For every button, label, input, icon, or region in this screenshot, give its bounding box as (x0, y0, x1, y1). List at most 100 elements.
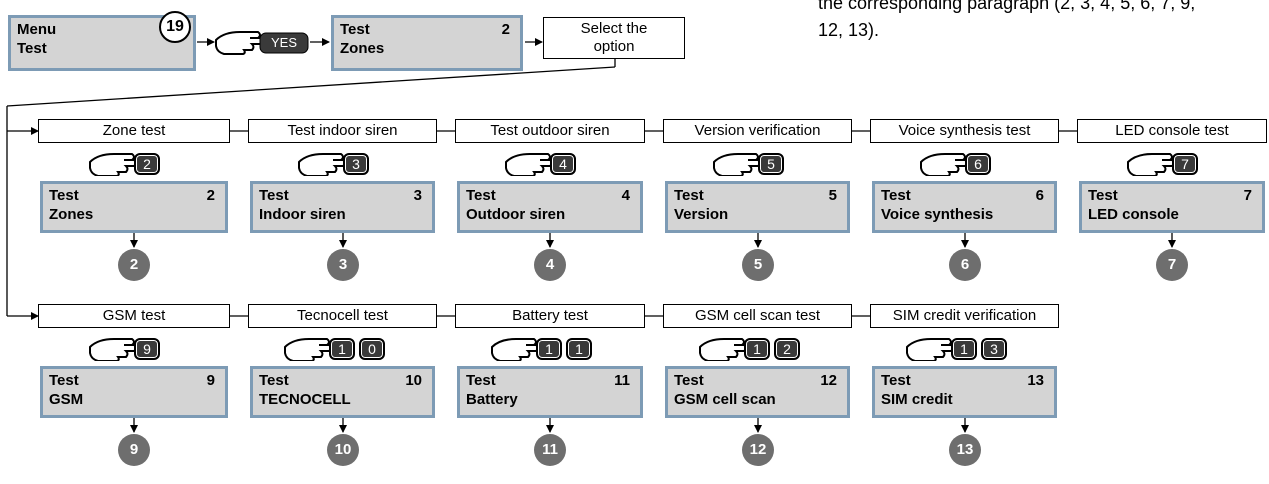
option-label: GSM cell scan test (663, 304, 852, 328)
keypad-key[interactable]: 9 (134, 338, 160, 360)
lcd-line-1: Test (674, 187, 704, 204)
option-label: Version verification (663, 119, 852, 143)
hand-pointer-icon (491, 338, 539, 361)
hand-pointer-icon (284, 338, 332, 361)
keypad-key[interactable]: 1 (744, 338, 770, 360)
lcd-number: 13 (1027, 372, 1044, 389)
lcd-number: 12 (820, 372, 837, 389)
option-label: Test outdoor siren (455, 119, 645, 143)
lcd-line-1: Test (881, 372, 911, 389)
keypad-key[interactable]: 6 (965, 153, 991, 175)
lcd-number: 6 (1035, 187, 1044, 204)
lcd-number: 9 (206, 372, 215, 389)
option-label: Tecnocell test (248, 304, 437, 328)
hand-pointer-icon (89, 153, 137, 176)
section-number-badge[interactable]: 13 (949, 434, 981, 466)
option-label: Test indoor siren (248, 119, 437, 143)
lcd-number: 11 (614, 372, 630, 389)
lcd-number: 2 (206, 187, 215, 204)
keypad-key[interactable]: 0 (359, 338, 385, 360)
hand-pointer-icon (298, 153, 346, 176)
test-zones-display: Test 2 Zones (331, 15, 523, 71)
option-label: SIM credit verification (870, 304, 1059, 328)
hand-pointer-icon (920, 153, 968, 176)
hand-pointer-icon (215, 31, 309, 55)
section-number-badge[interactable]: 4 (534, 249, 566, 281)
section-number-badge[interactable]: 9 (118, 434, 150, 466)
lcd-line-2: Test (17, 40, 47, 57)
lcd-line-2: Indoor siren (259, 206, 346, 223)
keypad-key[interactable]: 1 (951, 338, 977, 360)
lcd-line-2: Zones (340, 40, 385, 57)
option-label: GSM test (38, 304, 230, 328)
hand-pointer-icon (713, 153, 761, 176)
section-number-badge[interactable]: 2 (118, 249, 150, 281)
keypad-key[interactable]: 7 (1172, 153, 1198, 175)
hand-pointer-icon (89, 338, 137, 361)
hand-pointer-icon (1127, 153, 1175, 176)
keypad-key[interactable]: 1 (329, 338, 355, 360)
keypad-key[interactable]: 2 (774, 338, 800, 360)
section-number-badge[interactable]: 5 (742, 249, 774, 281)
lcd-line-1: Test (466, 187, 496, 204)
lcd-line-2: Voice synthesis (881, 206, 994, 223)
lcd-line-1: Test (340, 21, 370, 38)
keypad-key[interactable]: 3 (343, 153, 369, 175)
lcd-line-1: Test (259, 187, 289, 204)
note-line-1: the corresponding paragraph (2, 3, 4, 5,… (818, 0, 1196, 13)
keypad-key[interactable]: 2 (134, 153, 160, 175)
keypad-key[interactable]: 4 (550, 153, 576, 175)
yes-key[interactable]: YES (270, 35, 297, 50)
note-line-2: 12, 13). (818, 20, 880, 40)
select-option-box: Select the option (543, 17, 685, 59)
lcd-number: 7 (1243, 187, 1252, 204)
option-label: LED console test (1077, 119, 1267, 143)
lcd-line-2: TECNOCELL (259, 391, 351, 408)
section-number-badge[interactable]: 12 (742, 434, 774, 466)
lcd-line-2: Zones (49, 206, 94, 223)
lcd-number: 10 (405, 372, 422, 389)
lcd-line-1: Test (49, 372, 79, 389)
lcd-number: 4 (621, 187, 630, 204)
keypad-key[interactable]: 5 (758, 153, 784, 175)
lcd-line-2: Battery (466, 391, 518, 408)
lcd-line-1: Test (466, 372, 496, 389)
section-number-badge[interactable]: 10 (327, 434, 359, 466)
lcd-line-1: Test (881, 187, 911, 204)
section-number-badge[interactable]: 6 (949, 249, 981, 281)
lcd-line-1: Test (674, 372, 704, 389)
keypad-key[interactable]: 1 (566, 338, 592, 360)
section-number-badge[interactable]: 7 (1156, 249, 1188, 281)
lcd-line-1: Test (1088, 187, 1118, 204)
keypad-key[interactable]: 1 (536, 338, 562, 360)
hand-pointer-icon (505, 153, 553, 176)
lcd-line-1: Menu (17, 21, 57, 38)
lcd-line-2: Outdoor siren (466, 206, 566, 223)
lcd-number: 5 (828, 187, 837, 204)
lcd-line-2: GSM cell scan (674, 391, 776, 408)
keypad-key[interactable]: 3 (981, 338, 1007, 360)
option-label: Voice synthesis test (870, 119, 1059, 143)
option-label: Zone test (38, 119, 230, 143)
lcd-line-2: SIM credit (881, 391, 953, 408)
option-label: Battery test (455, 304, 645, 328)
lcd-number: 3 (413, 187, 422, 204)
hand-pointer-icon (699, 338, 747, 361)
lcd-line-2: GSM (49, 391, 84, 408)
lcd-line-1: Test (259, 372, 289, 389)
select-line-1: Select the (580, 20, 648, 37)
lcd-line-2: LED console (1088, 206, 1179, 223)
lcd-line-2: Version (674, 206, 729, 223)
lcd-line-1: Test (49, 187, 79, 204)
section-number-badge[interactable]: 11 (534, 434, 566, 466)
lcd-number: 2 (501, 21, 510, 38)
section-number-badge[interactable]: 3 (327, 249, 359, 281)
